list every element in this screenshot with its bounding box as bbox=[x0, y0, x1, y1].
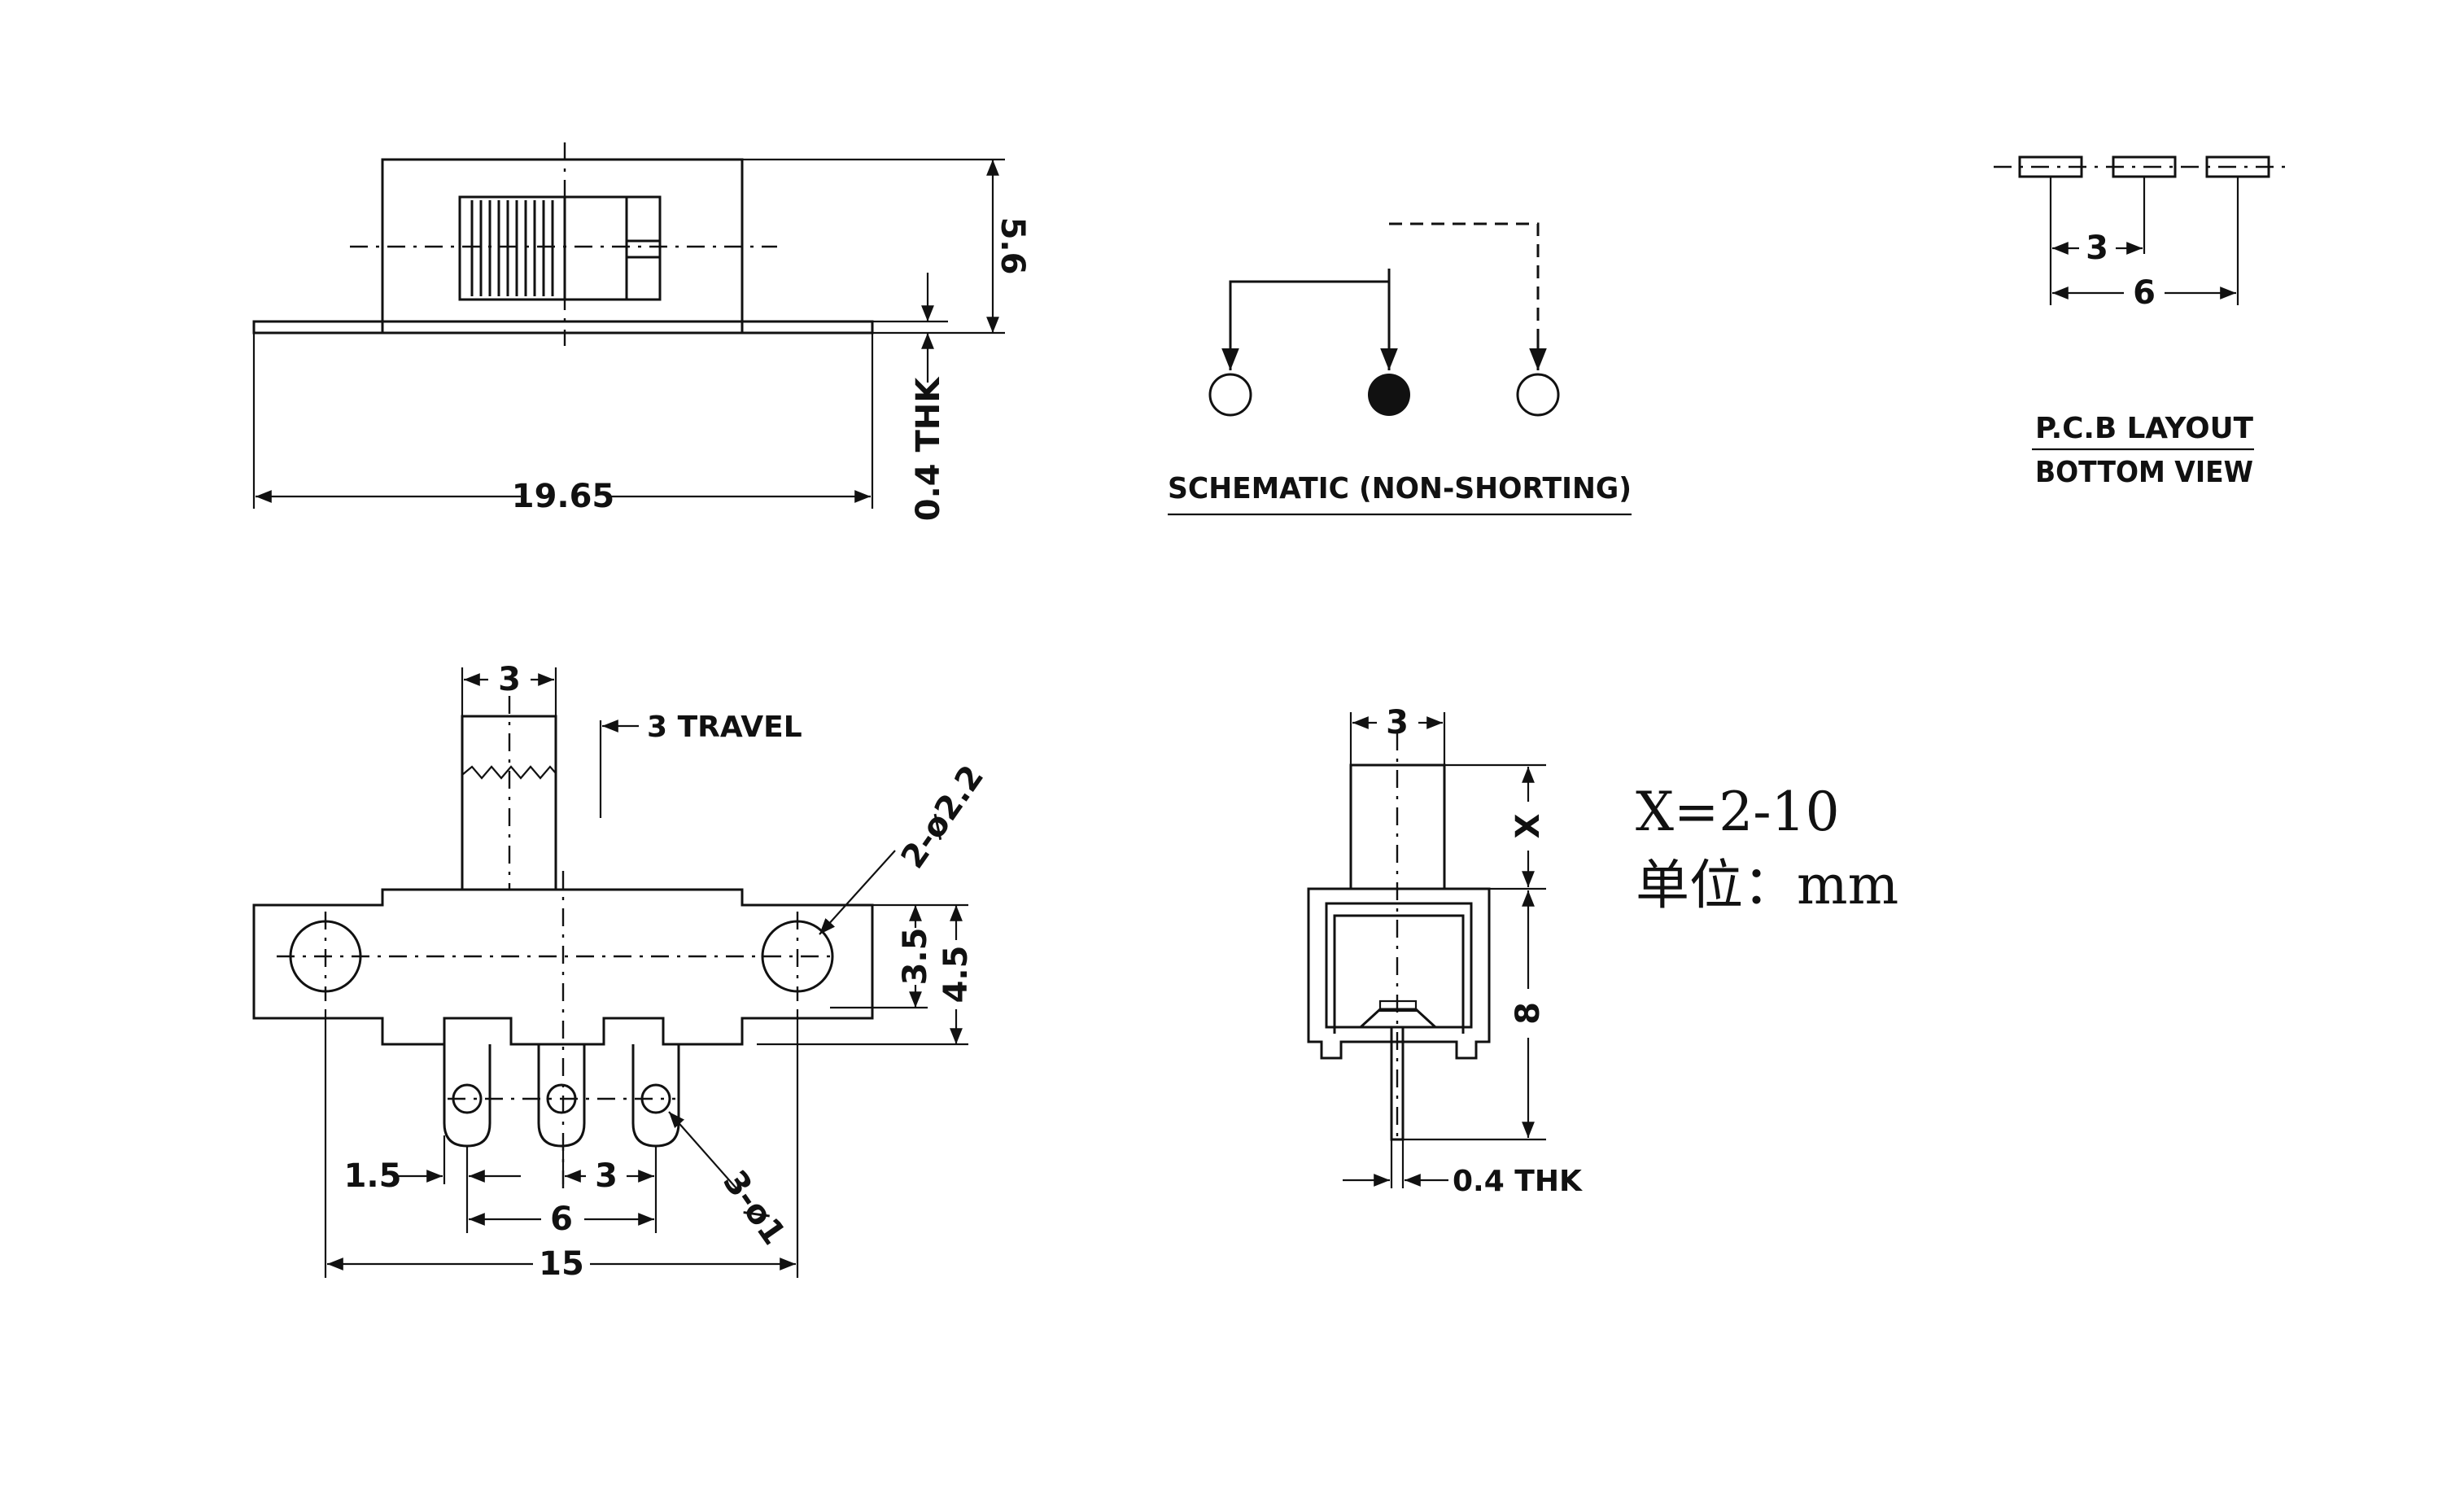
dim-height: 5.6 bbox=[994, 217, 1031, 275]
dim-mount-spacing: 15 bbox=[539, 1245, 584, 1283]
note-unit: 单位：mm bbox=[1636, 854, 1898, 916]
dim-mount-holes: 2-ø2.2 bbox=[894, 759, 992, 875]
dim-travel: 3 TRAVEL bbox=[647, 711, 802, 744]
dim-actuator-width: 3 bbox=[498, 661, 521, 698]
pcb-pitch-6: 6 bbox=[2133, 274, 2156, 312]
schematic-caption: SCHEMATIC (NON-SHORTING) bbox=[1168, 472, 1632, 505]
front-view: 3 3 TRAVEL 2-ø2.2 3.5 4.5 3-ø1 1.5 bbox=[252, 661, 992, 1283]
terminal-common bbox=[1368, 374, 1410, 416]
dim-side-height: 8 bbox=[1509, 1002, 1547, 1025]
note-x-range: X=2-10 bbox=[1636, 781, 1840, 843]
notes: X=2-10 单位：mm bbox=[1636, 781, 1898, 916]
pcb-caption-2: BOTTOM VIEW bbox=[2035, 456, 2253, 489]
dim-side-actuator-width: 3 bbox=[1386, 704, 1409, 741]
dim-hole-height: 3.5 bbox=[897, 928, 934, 986]
dim-actuator-x: X bbox=[1509, 813, 1547, 838]
dim-body-height: 4.5 bbox=[937, 946, 975, 1004]
terminal-right bbox=[1516, 373, 1560, 417]
terminal-left bbox=[1208, 373, 1252, 417]
pcb-layout: 3 6 P.C.B LAYOUT BOTTOM VIEW bbox=[1994, 155, 2287, 489]
schematic: SCHEMATIC (NON-SHORTING) bbox=[1168, 222, 1632, 516]
dim-length: 19.65 bbox=[512, 478, 615, 515]
dim-side-thickness: 0.4 THK bbox=[1453, 1165, 1583, 1198]
dim-plate-thickness: 0.4 THK bbox=[910, 376, 947, 522]
top-view: 5.6 0.4 THK 19.65 bbox=[252, 142, 1031, 522]
dim-pin-spacing-3: 3 bbox=[595, 1157, 618, 1195]
pcb-pitch-3: 3 bbox=[2086, 230, 2108, 267]
side-view: 3 X 8 0.4 THK bbox=[1307, 704, 1583, 1198]
pcb-caption-1: P.C.B LAYOUT bbox=[2035, 412, 2253, 445]
dim-pin-offset: 1.5 bbox=[344, 1157, 402, 1195]
dim-pin-spacing-6: 6 bbox=[550, 1201, 573, 1238]
actuator-grip-ribs bbox=[470, 200, 554, 296]
dim-pin-holes: 3-ø1 bbox=[715, 1164, 793, 1252]
